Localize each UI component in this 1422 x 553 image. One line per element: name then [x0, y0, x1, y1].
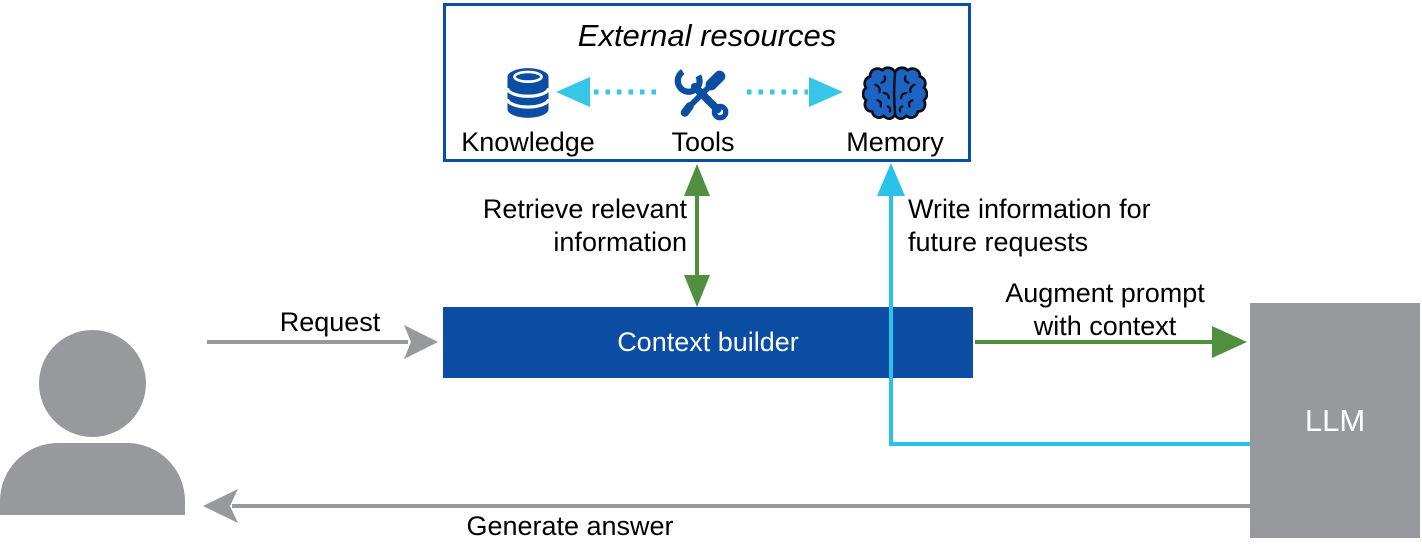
- memory-label: Memory: [846, 127, 944, 157]
- knowledge-label: Knowledge: [461, 127, 595, 157]
- context-builder-box: Context builder: [443, 307, 973, 378]
- retrieve-label: Retrieve relevant information: [482, 194, 687, 257]
- write-label: Write information for future requests: [908, 194, 1151, 257]
- generate-answer-arrow: [203, 489, 1250, 523]
- request-label: Request: [279, 307, 381, 337]
- llm-label: LLM: [1304, 402, 1366, 438]
- external-resources-title: External resources: [577, 18, 837, 53]
- augment-label: Augment prompt with context: [1005, 278, 1205, 341]
- context-builder-label: Context builder: [617, 327, 799, 357]
- database-icon: [505, 68, 551, 118]
- retrieve-arrow: [684, 164, 710, 307]
- generate-label: Generate answer: [466, 511, 674, 541]
- tools-label: Tools: [671, 127, 735, 157]
- brain-icon: [862, 66, 928, 120]
- tools-icon: [674, 69, 729, 121]
- user-icon: [39, 330, 146, 437]
- llm-box: LLM: [1250, 303, 1420, 538]
- user-icon-body: [0, 443, 185, 515]
